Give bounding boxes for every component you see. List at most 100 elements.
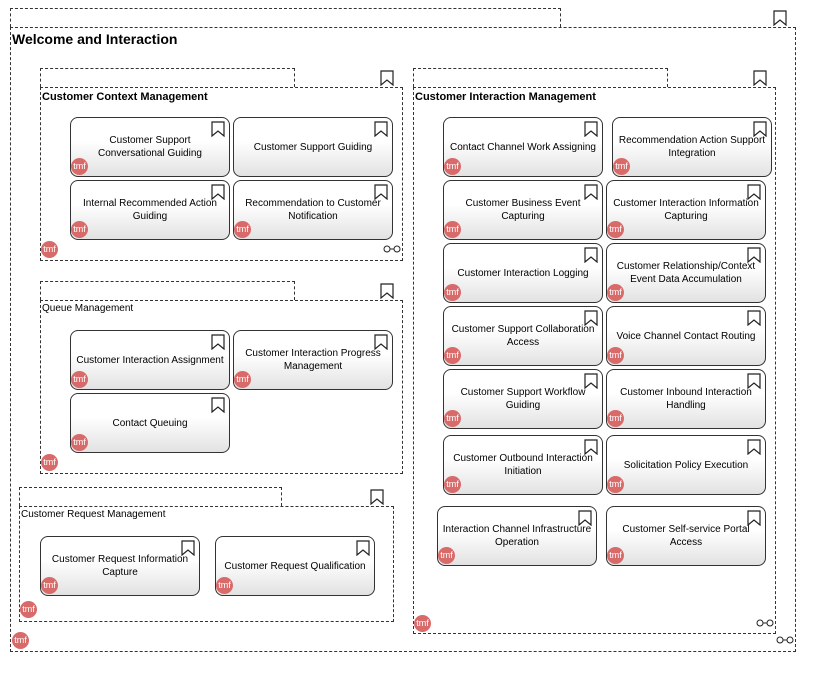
bookmark-icon [374,121,388,137]
bookmark-icon [747,373,761,389]
capability-box[interactable]: Customer Support Collaboration Access tm… [443,306,603,366]
bookmark-icon [211,397,225,413]
bookmark-icon [380,283,394,299]
tmf-badge: tmf [234,371,251,388]
capability-label: Customer Interaction Progress Management [245,348,381,372]
tmf-badge: tmf [71,434,88,451]
capability-label: Customer Inbound Interaction Handling [620,387,752,411]
tmf-badge: tmf [444,221,461,238]
tmf-badge: tmf [20,601,37,618]
tmf-badge: tmf [216,577,233,594]
capability-box[interactable]: Voice Channel Contact Routing tmf [606,306,766,366]
capability-label: Customer Support Workflow Guiding [460,387,586,411]
capability-label: Customer Business Event Capturing [465,198,581,222]
tmf-badge: tmf [444,476,461,493]
link-icon [383,245,401,253]
interaction-package-title: Customer Interaction Management [415,91,596,103]
bookmark-icon [773,10,787,26]
outer-package-title: Welcome and Interaction [12,31,178,47]
tmf-badge: tmf [607,284,624,301]
outer-package[interactable] [10,27,796,652]
bookmark-icon [747,247,761,263]
tmf-badge: tmf [607,547,624,564]
bookmark-icon [747,184,761,200]
capability-box[interactable]: Customer Interaction Assignment tmf [70,330,230,390]
capability-label: Interaction Channel Infrastructure Opera… [442,524,592,548]
capability-label: Customer Self-service Portal Access [622,524,750,548]
tmf-badge: tmf [41,577,58,594]
capability-box[interactable]: Customer Business Event Capturing tmf [443,180,603,240]
capability-box[interactable]: Customer Outbound Interaction Initiation… [443,435,603,495]
request-package-tab [19,487,282,506]
interaction-package[interactable] [413,87,776,634]
capability-label: Recommendation Action Support Integratio… [618,135,766,159]
capability-label: Customer Request Information Capture [51,554,189,578]
request-package-title: Customer Request Management [21,509,166,520]
capability-box[interactable]: Internal Recommended Action Guiding tmf [70,180,230,240]
tmf-badge: tmf [444,284,461,301]
tmf-badge: tmf [414,615,431,632]
tmf-badge: tmf [438,547,455,564]
capability-box[interactable]: Contact Channel Work Assigning tmf [443,117,603,177]
capability-label: Solicitation Policy Execution [623,459,749,471]
context-package-tab [40,68,295,87]
tmf-badge: tmf [607,410,624,427]
capability-label: Contact Channel Work Assigning [449,141,596,153]
tmf-badge: tmf [12,632,29,649]
bookmark-icon [747,510,761,526]
capability-box[interactable]: Customer Interaction Information Capturi… [606,180,766,240]
capability-box[interactable]: Customer Interaction Progress Management… [233,330,393,390]
context-package-title: Customer Context Management [42,91,208,103]
capability-box[interactable]: Recommendation Action Support Integratio… [612,117,772,177]
request-package[interactable] [19,506,394,622]
capability-box[interactable]: Customer Self-service Portal Access tmf [606,506,766,566]
context-package[interactable] [40,87,403,261]
tmf-badge: tmf [444,410,461,427]
tmf-badge: tmf [444,158,461,175]
bookmark-icon [370,489,384,505]
bookmark-icon [374,334,388,350]
capability-label: Internal Recommended Action Guiding [83,198,217,222]
capability-box[interactable]: Customer Support Conversational Guiding … [70,117,230,177]
capability-box[interactable]: Customer Request Information Capture tmf [40,536,200,596]
capability-label: Customer Support Collaboration Access [451,324,595,348]
queue-package-tab [40,281,295,300]
capability-label: Customer Interaction Information Capturi… [613,198,759,222]
tmf-badge: tmf [71,221,88,238]
bookmark-icon [181,540,195,556]
capability-label: Voice Channel Contact Routing [616,330,756,342]
interaction-package-tab [413,68,668,87]
capability-label: Contact Queuing [112,417,188,429]
tmf-badge: tmf [613,158,630,175]
link-icon [776,636,794,644]
capability-label: Customer Request Qualification [224,560,366,572]
capability-label: Customer Outbound Interaction Initiation [453,453,593,477]
tmf-badge: tmf [607,347,624,364]
capability-box[interactable]: Solicitation Policy Execution tmf [606,435,766,495]
capability-box[interactable]: Customer Support Workflow Guiding tmf [443,369,603,429]
tmf-badge: tmf [41,454,58,471]
bookmark-icon [374,184,388,200]
bookmark-icon [584,373,598,389]
tmf-badge: tmf [444,347,461,364]
bookmark-icon [747,439,761,455]
bookmark-icon [211,184,225,200]
capability-label: Customer Interaction Assignment [76,354,224,366]
capability-box[interactable]: Customer Request Qualification tmf [215,536,375,596]
capability-label: Recommendation to Customer Notification [245,198,381,222]
capability-box[interactable]: Recommendation to Customer Notification … [233,180,393,240]
capability-box[interactable]: Customer Interaction Logging tmf [443,243,603,303]
capability-box[interactable]: Interaction Channel Infrastructure Opera… [437,506,597,566]
capability-box[interactable]: Customer Inbound Interaction Handling tm… [606,369,766,429]
outer-package-tab [10,8,561,27]
capability-box[interactable]: Customer Relationship/Context Event Data… [606,243,766,303]
tmf-badge: tmf [41,241,58,258]
queue-package[interactable] [40,300,403,474]
capability-box[interactable]: Contact Queuing tmf [70,393,230,453]
bookmark-icon [211,334,225,350]
link-icon [756,619,774,627]
capability-label: Customer Interaction Logging [457,267,589,279]
capability-box[interactable]: Customer Support Guiding [233,117,393,177]
tmf-badge: tmf [607,221,624,238]
tmf-badge: tmf [71,158,88,175]
